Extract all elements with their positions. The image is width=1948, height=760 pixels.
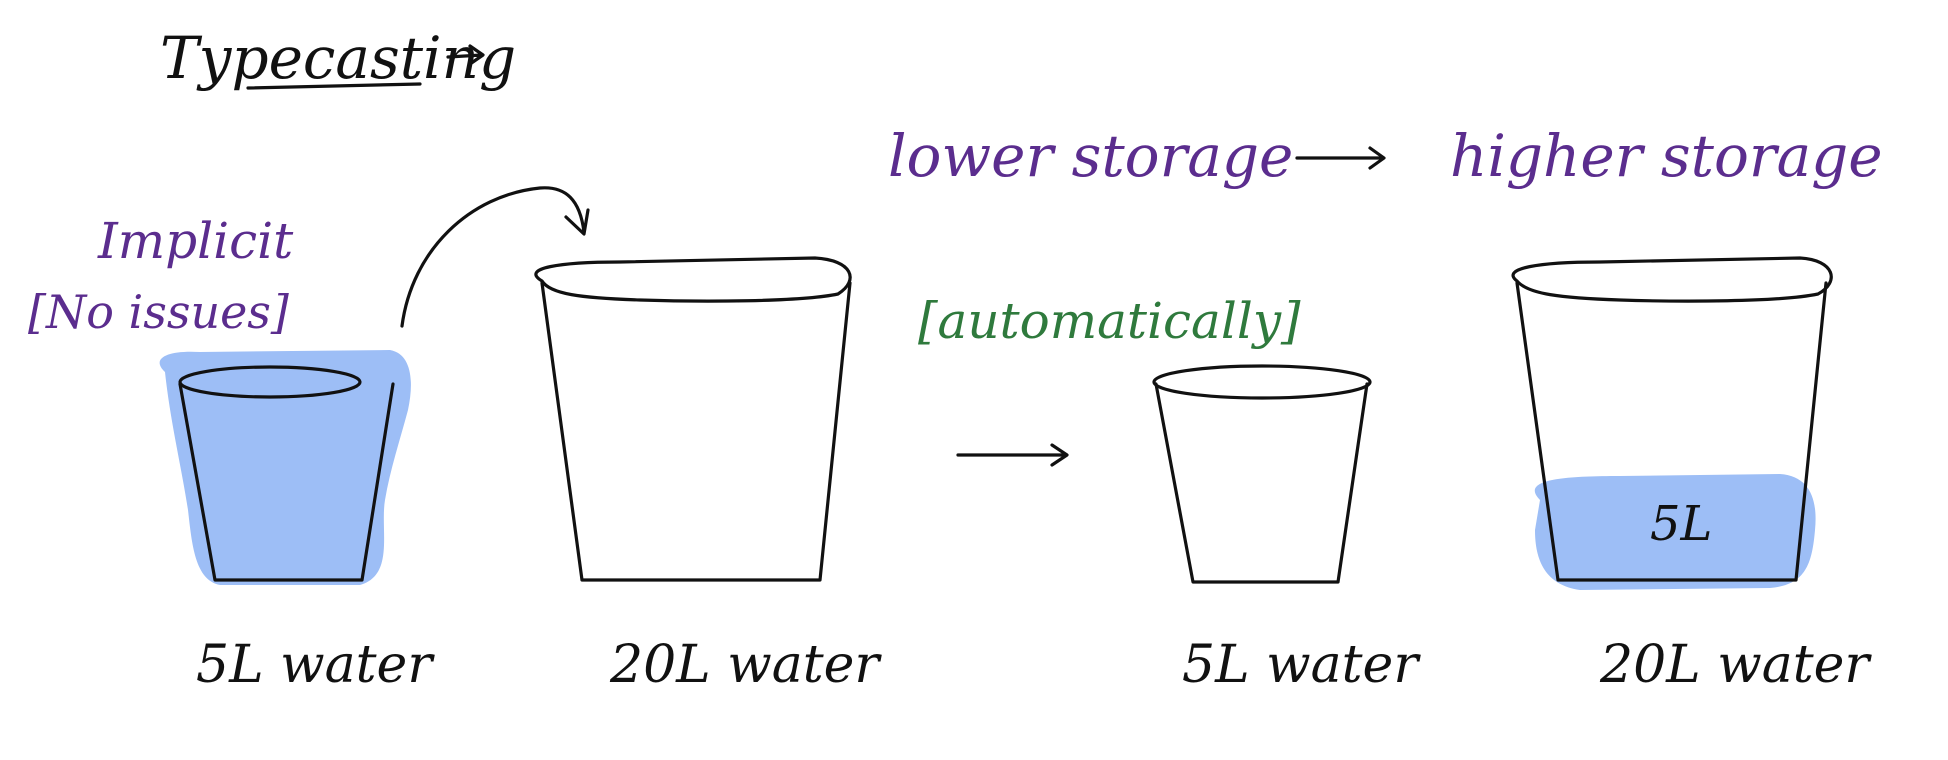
- left-small-bucket-label: 5L water: [196, 635, 435, 695]
- water-amount-label: 5L: [1650, 496, 1712, 552]
- implicit-label: Implicit: [97, 212, 294, 270]
- pour-arrow-icon: [400, 186, 590, 328]
- higher-storage-label: higher storage: [1450, 122, 1883, 190]
- lower-storage-label: lower storage: [888, 122, 1293, 190]
- title-underline: [246, 82, 422, 90]
- big-bucket-empty: [534, 256, 852, 582]
- right-small-bucket-label: 5L water: [1182, 635, 1421, 695]
- title-arrow-icon: [446, 44, 485, 66]
- storage-flow-arrow-icon: [1295, 146, 1386, 170]
- no-issues-note: [No issues]: [28, 285, 289, 339]
- right-big-bucket-label: 20L water: [1599, 635, 1872, 695]
- small-bucket-empty: [1152, 364, 1372, 584]
- small-bucket-filled: [159, 350, 411, 585]
- big-bucket-partially-filled: 5L: [1511, 256, 1833, 590]
- automatically-note: [automatically]: [918, 292, 1301, 350]
- conversion-arrow-icon: [956, 443, 1069, 467]
- left-big-bucket-label: 20L water: [609, 635, 882, 695]
- title: Typecasting: [160, 24, 516, 92]
